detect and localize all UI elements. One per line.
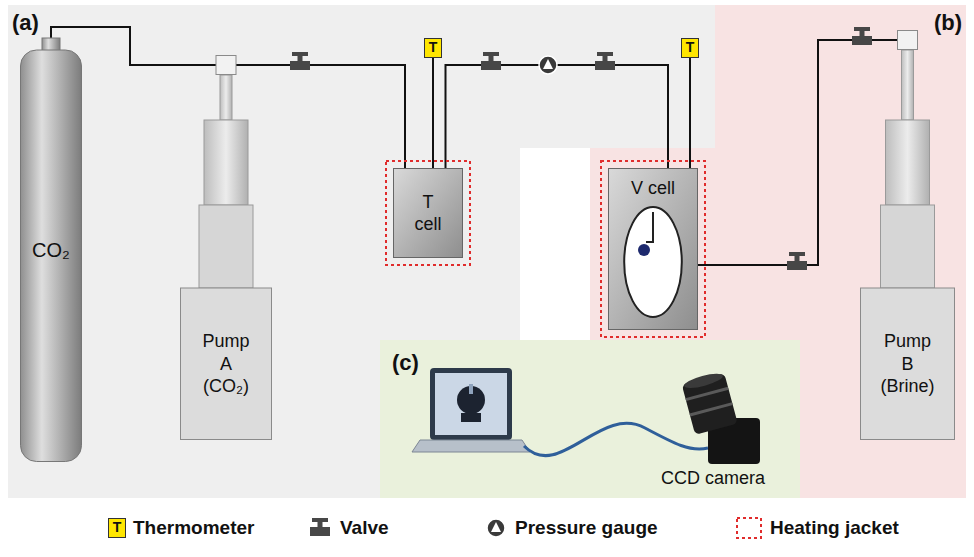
thermometer-icon: T [108, 518, 126, 538]
legend-valve-symbol [310, 518, 330, 536]
valve-symbol [290, 52, 310, 70]
syringe-pump: Pump A (CO₂) [180, 55, 272, 440]
legend-text: Heating jacket [770, 517, 899, 539]
pipe-line [236, 65, 405, 168]
node-text-box: CO₂ [20, 38, 82, 462]
node-label: CO₂ [32, 238, 70, 263]
legend-text: Thermometer [133, 517, 254, 539]
screen-needle [469, 384, 473, 394]
node-label: Pump A (CO₂) [202, 330, 249, 398]
laptop-screen [435, 373, 507, 435]
legend-jacket-symbol [737, 518, 761, 538]
legend-text: Pressure gauge [515, 517, 658, 539]
panel-letter: (a) [12, 10, 39, 36]
pump-rod [902, 50, 914, 120]
thermometer-icon: T [424, 38, 442, 58]
ccd-camera-icon [681, 370, 760, 464]
droplet [638, 244, 650, 256]
view-window [624, 207, 682, 317]
node-text-box: Pump B (Brine) [860, 288, 955, 440]
node-text-box: V cell [608, 174, 698, 202]
pipe-line [446, 65, 669, 168]
valve-symbol [595, 52, 615, 70]
legend-item: Pressure gauge [515, 517, 658, 539]
heating-jacket [386, 161, 470, 265]
pressure-gauge [539, 56, 557, 74]
pump-fitting [898, 31, 918, 50]
pump-cylinder [886, 120, 930, 205]
pump-sleeve [881, 205, 935, 288]
pump-base [181, 288, 272, 440]
lens-ring [690, 402, 733, 416]
pipe-line [698, 40, 898, 265]
needle [646, 212, 653, 242]
node-label: V cell [631, 177, 675, 200]
node-text-box: T cell [393, 168, 463, 258]
thermometer-lead [432, 58, 434, 168]
node-shape [393, 168, 463, 258]
gas-cylinder: CO₂ [20, 38, 82, 462]
view-cell: V cell [608, 168, 698, 330]
node-label: T cell [414, 191, 441, 236]
pump-fitting [216, 56, 236, 75]
legend-item: Valve [340, 517, 389, 539]
device-label: CCD camera [648, 468, 778, 490]
legend-gauge-symbol [487, 519, 505, 537]
valve-symbol [481, 52, 501, 70]
cell-box: T cell [393, 168, 463, 258]
cell-body [394, 169, 463, 258]
legend-text: Valve [340, 517, 389, 539]
pump-cylinder [204, 120, 248, 205]
panel-letter: (b) [934, 10, 962, 36]
thermometer-icon: T [681, 38, 699, 58]
screen-stand [461, 413, 481, 422]
legend-item: Thermometer [133, 517, 254, 539]
valve-symbol [852, 27, 872, 45]
pump-base [861, 288, 955, 440]
camera-cable [524, 423, 708, 455]
cylinder-body [21, 50, 82, 462]
pump-sleeve [199, 205, 253, 288]
syringe-pump: Pump B (Brine) [860, 30, 955, 440]
laptop-bezel [430, 368, 512, 440]
pump-rod [220, 75, 232, 120]
camera-lens [681, 370, 738, 435]
laptop-icon [412, 368, 530, 452]
valve-symbol [787, 252, 807, 270]
node-label: Pump B (Brine) [880, 330, 934, 398]
thermometer-lead [689, 58, 691, 168]
cell-body [609, 169, 698, 330]
lens-ring [685, 387, 728, 401]
lens-glass [683, 371, 724, 391]
legend-item: Heating jacket [770, 517, 899, 539]
node-text-box: Pump A (CO₂) [180, 288, 272, 440]
laptop-base [412, 440, 530, 452]
region-c [380, 340, 800, 498]
heating-jacket [601, 161, 705, 337]
panel-letter: (c) [392, 350, 419, 376]
